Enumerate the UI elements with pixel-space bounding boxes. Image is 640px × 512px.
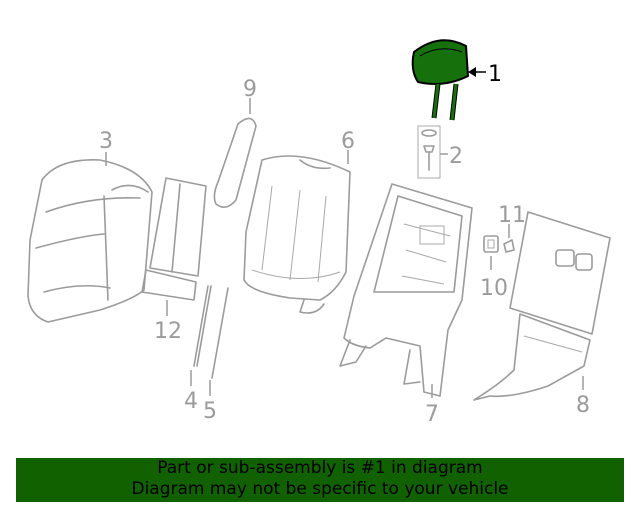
callout-10: 10 — [480, 276, 508, 301]
callout-1: 1 — [488, 62, 502, 87]
arrow-1 — [468, 67, 476, 77]
rod-part-5 — [211, 287, 229, 379]
callout-4: 4 — [184, 389, 198, 414]
callout-9: 9 — [243, 77, 257, 102]
callout-7: 7 — [425, 402, 439, 427]
rod-part-4 — [193, 285, 212, 367]
callout-6: 6 — [341, 129, 355, 154]
rear-panel-part-8 — [473, 211, 611, 401]
clip-part-10 — [483, 235, 499, 253]
banner-line-2: Diagram may not be specific to your vehi… — [131, 479, 509, 499]
callout-8: 8 — [576, 393, 590, 418]
callout-5: 5 — [203, 399, 217, 424]
parts-diagram: 1 2 3 12 4 5 9 — [27, 39, 611, 427]
cushion-part-3 — [27, 159, 153, 323]
callout-3: 3 — [99, 129, 113, 154]
headrest-part-1[interactable] — [411, 39, 470, 121]
banner-line-1: Part or sub-assembly is #1 in diagram — [157, 458, 483, 478]
pad-part-6 — [243, 155, 351, 314]
info-banner: Part or sub-assembly is #1 in diagram Di… — [16, 458, 624, 502]
fastener-part-11 — [503, 239, 515, 253]
guide-part-2 — [417, 125, 441, 179]
panel-part-12 — [141, 177, 207, 301]
callout-2: 2 — [449, 144, 463, 169]
callout-11: 11 — [498, 203, 526, 228]
bolster-part-9 — [213, 117, 257, 208]
frame-part-7 — [339, 183, 473, 397]
callout-12: 12 — [154, 319, 182, 344]
